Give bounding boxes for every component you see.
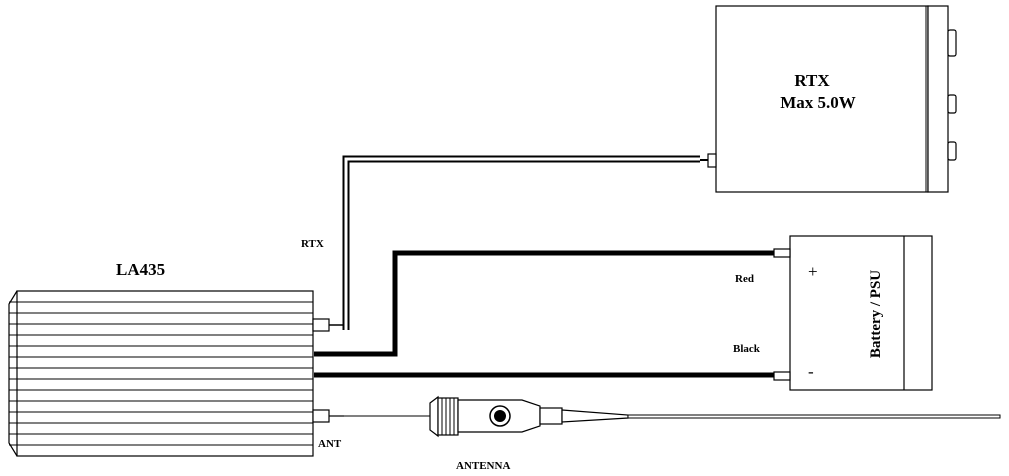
amplifier-title: LA435 xyxy=(116,260,165,279)
psu-unit: + - Battery / PSU xyxy=(773,235,933,391)
rtx-body xyxy=(715,5,929,193)
antenna-taper xyxy=(561,409,629,423)
psu-positive-terminal xyxy=(773,248,791,258)
ant-port-label: ANT xyxy=(318,438,342,450)
heatsink-fins xyxy=(9,301,313,446)
power-cables: Red Black xyxy=(314,250,774,378)
rtx-knob-bottom xyxy=(947,141,957,161)
antenna-base-collar xyxy=(437,397,459,436)
psu-negative-terminal xyxy=(773,371,791,381)
amplifier-ant-connector xyxy=(312,409,330,423)
amplifier-rtx-connector xyxy=(312,318,330,332)
rtx-front-panel xyxy=(927,5,949,193)
psu-minus-sign: - xyxy=(808,362,814,381)
rtx-cable-inner xyxy=(344,157,700,330)
black-cable-label: Black xyxy=(733,343,761,355)
rtx-connector xyxy=(707,153,717,168)
antenna: ANTENNA xyxy=(344,395,1001,472)
red-cable-label: Red xyxy=(735,273,754,285)
amplifier-end-cap xyxy=(8,290,18,457)
antenna-badge-inner xyxy=(494,410,506,422)
antenna-whip xyxy=(627,414,1001,419)
antenna-ferrule xyxy=(539,407,563,425)
rtx-cable-outer xyxy=(342,155,700,330)
la435-amplifier: LA435 ANT xyxy=(8,260,344,457)
rtx-cable-label: RTX xyxy=(301,238,324,250)
amplifier-body xyxy=(16,290,314,457)
rtx-knob-top xyxy=(947,29,957,57)
psu-plus-sign: + xyxy=(808,262,818,281)
psu-title: Battery / PSU xyxy=(868,270,884,358)
red-power-cable xyxy=(314,250,774,357)
rtx-title: RTX xyxy=(794,71,830,90)
antenna-label: ANTENNA xyxy=(456,460,510,472)
rtx-unit: RTX Max 5.0W xyxy=(707,5,957,193)
rtx-power-label: Max 5.0W xyxy=(780,93,856,112)
rtx-knob-middle xyxy=(947,94,957,114)
antenna-base-flare xyxy=(429,395,439,438)
rtx-coax-cable: RTX xyxy=(301,155,708,330)
psu-body xyxy=(789,235,933,391)
